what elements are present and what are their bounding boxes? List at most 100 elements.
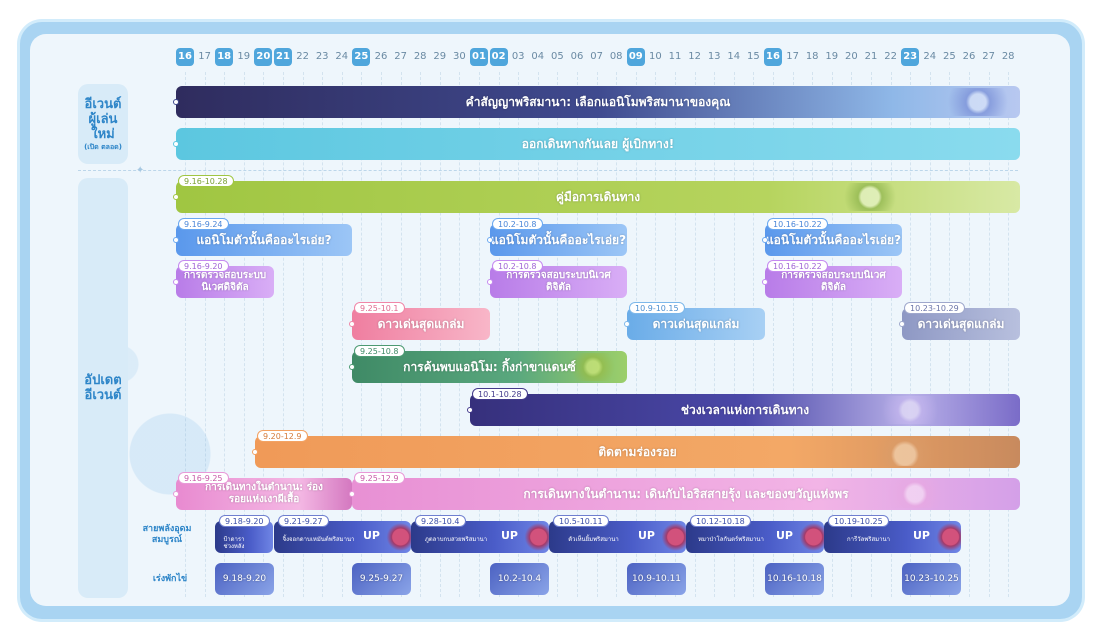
grid-line bbox=[792, 72, 794, 597]
up-badge: UP bbox=[363, 529, 380, 542]
event-bar-prisma-promise[interactable]: คำสัญญาพริสมานา: เลือกแอนิโมพริสมานาของค… bbox=[176, 86, 1020, 118]
event-bar-label: การตรวจสอบระบบนิเวศดิจิตัล bbox=[183, 270, 267, 293]
event-bar-travel-time[interactable]: ช่วงเวลาแห่งการเดินทาง bbox=[470, 394, 1020, 426]
event-bar-journey-start[interactable]: ออกเดินทางกันเลย ผู้เบิกทาง! bbox=[176, 128, 1020, 160]
grid-line bbox=[616, 72, 618, 597]
event-bar-label: การตรวจสอบระบบนิเวศดิจิตัล bbox=[506, 270, 611, 293]
date-cell: 06 bbox=[570, 51, 584, 62]
power-banner-label: การีวัลพริสมานา bbox=[847, 536, 890, 543]
date-tag: 9.28-10.4 bbox=[415, 515, 466, 527]
grid-line bbox=[283, 72, 284, 597]
start-marker bbox=[173, 491, 179, 497]
date-cell: 07 bbox=[590, 51, 603, 62]
date-cell: 12 bbox=[688, 51, 701, 62]
rest-slot[interactable]: 10.9-10.11 bbox=[627, 563, 686, 595]
grid-line bbox=[851, 72, 853, 597]
rest-slot[interactable]: 9.25-9.27 bbox=[352, 563, 411, 595]
event-bar-label: แอนิโมตัวนั้นคืออะไรเอ่ย? bbox=[765, 232, 902, 247]
start-marker bbox=[624, 321, 630, 327]
row-label-power: สายพลังอุดมสมบูรณ์ bbox=[142, 524, 192, 545]
power-banner-label: ป้าดาราช่วงหลัง bbox=[223, 536, 245, 550]
date-tag: 9.18-9.20 bbox=[219, 515, 270, 527]
event-bar-label: ดาวเด่นสุดแกล่ม bbox=[377, 316, 465, 331]
grid-line bbox=[224, 72, 226, 597]
date-cell: 25 bbox=[943, 51, 956, 62]
grid-line bbox=[204, 72, 206, 597]
date-cell: 23 bbox=[315, 51, 329, 62]
date-cell: 18 bbox=[805, 51, 819, 62]
rest-slot[interactable]: 10.23-10.25 bbox=[902, 563, 961, 595]
category-newcomer-title: อีเวนต์ผู้เล่นใหม่ bbox=[84, 96, 122, 142]
date-cell: 08 bbox=[609, 51, 623, 62]
animo-portrait-icon bbox=[523, 521, 549, 553]
event-bar-label: ดาวเด่นสุดแกล่ม bbox=[917, 316, 1005, 331]
date-tag: 9.16-9.20 bbox=[178, 260, 229, 272]
date-cell: 15 bbox=[747, 51, 760, 62]
date-tag: 10.5-10.11 bbox=[553, 515, 609, 527]
date-tag: 10.19-10.25 bbox=[828, 515, 889, 527]
date-tag: 10.23-10.29 bbox=[904, 302, 965, 314]
date-cell: 09 bbox=[626, 48, 645, 66]
start-marker bbox=[349, 364, 355, 370]
event-bar-label: คู่มือการเดินทาง bbox=[555, 189, 641, 204]
date-cell: 20 bbox=[254, 48, 273, 66]
date-cell: 21 bbox=[274, 48, 292, 66]
grid-line bbox=[557, 72, 559, 597]
date-tag: 9.16-9.24 bbox=[178, 218, 229, 230]
date-tag: 10.12-10.18 bbox=[690, 515, 751, 527]
power-banner[interactable]: การีวัลพริสมานา UP bbox=[824, 521, 961, 553]
start-marker bbox=[487, 279, 493, 285]
event-bar-label: การค้นพบแอนิโม: กิ้งก่าขาแดนซ์ bbox=[403, 359, 576, 374]
up-badge: UP bbox=[776, 529, 793, 542]
grid-line bbox=[596, 72, 598, 597]
row-label-rest: เร่งพักไข่ bbox=[152, 574, 188, 584]
up-badge: UP bbox=[638, 529, 655, 542]
start-marker bbox=[173, 99, 179, 105]
start-marker bbox=[762, 279, 768, 285]
date-cell: 25 bbox=[352, 48, 371, 66]
start-marker bbox=[487, 237, 493, 243]
event-bar-track-footprints[interactable]: ติดตามร่องรอย bbox=[255, 436, 1020, 468]
category-update-title: อัปเดตอีเวนต์ bbox=[84, 373, 122, 403]
date-cell: 30 bbox=[453, 51, 466, 62]
event-art-icon bbox=[563, 353, 623, 381]
event-bar-label: ช่วงเวลาแห่งการเดินทาง bbox=[680, 402, 810, 417]
rest-slot[interactable]: 9.18-9.20 bbox=[215, 563, 274, 595]
rest-slot[interactable]: 10.16-10.18 bbox=[765, 563, 824, 595]
event-bar-label: แอนิโมตัวนั้นคืออะไรเอ่ย? bbox=[490, 232, 627, 247]
animo-portrait-icon bbox=[660, 521, 686, 553]
date-cell: 27 bbox=[982, 51, 995, 62]
grid-line bbox=[577, 72, 578, 597]
up-badge: UP bbox=[913, 529, 930, 542]
event-bar-legend-iris[interactable]: การเดินทางในตำนาน: เดินกับไอริสสายรุ้ง แ… bbox=[352, 478, 1020, 510]
date-cell: 17 bbox=[786, 51, 799, 62]
category-newcomer-sub: (เปิด ตลอด) bbox=[84, 142, 122, 151]
date-tag: 9.20-12.9 bbox=[257, 430, 308, 442]
grid-line bbox=[243, 72, 245, 597]
event-bar-star-1[interactable]: ดาวเด่นสุดแกล่ม bbox=[352, 308, 490, 340]
date-cell: 22 bbox=[884, 51, 897, 62]
power-banner-label: หมาป่าโลกันตร์พริสมานา bbox=[698, 536, 764, 543]
event-bar-eco-check-3[interactable]: การตรวจสอบระบบนิเวศดิจิตัล bbox=[765, 266, 902, 298]
event-bar-travel-guide[interactable]: คู่มือการเดินทาง bbox=[176, 181, 1020, 213]
date-cell: 18 bbox=[215, 48, 234, 66]
start-marker bbox=[173, 194, 179, 200]
category-newcomer: อีเวนต์ผู้เล่นใหม่ (เปิด ตลอด) bbox=[78, 84, 128, 164]
date-cell: 02 bbox=[489, 48, 508, 66]
event-bar-label: ติดตามร่องรอย bbox=[598, 444, 677, 459]
rest-slot[interactable]: 10.2-10.4 bbox=[490, 563, 549, 595]
up-badge: UP bbox=[501, 529, 518, 542]
date-tag: 9.16-9.25 bbox=[178, 472, 229, 484]
date-cell: 26 bbox=[374, 51, 388, 62]
date-cell: 03 bbox=[511, 51, 525, 62]
grid-line bbox=[518, 72, 520, 597]
date-cell: 16 bbox=[764, 48, 782, 66]
date-tag: 10.16-10.22 bbox=[767, 218, 828, 230]
date-cell: 04 bbox=[531, 51, 545, 62]
grid-line bbox=[773, 72, 774, 597]
grid-line bbox=[890, 72, 892, 597]
start-marker bbox=[173, 279, 179, 285]
date-cell: 01 bbox=[470, 48, 488, 66]
date-tag: 10.2-10.8 bbox=[492, 218, 543, 230]
date-tag: 9.25-10.1 bbox=[354, 302, 405, 314]
